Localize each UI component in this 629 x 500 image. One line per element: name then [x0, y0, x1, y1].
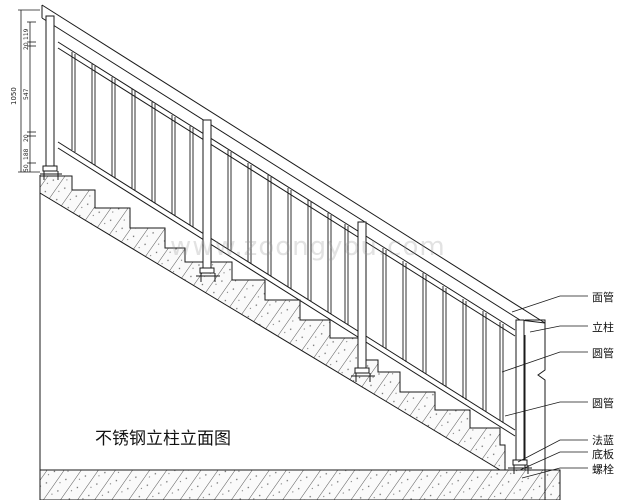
dimension-segment-6: 50	[23, 164, 30, 172]
callout-bolt: 螺栓	[592, 463, 614, 476]
callout-round-tube-upper: 圆管	[592, 347, 614, 360]
callout-round-tube-lower: 圆管	[592, 397, 614, 410]
watermark: www.zoongyou.com	[170, 232, 446, 262]
lower-rail-tube	[57, 141, 516, 437]
handrail	[41, 4, 546, 324]
callout-post: 立柱	[592, 321, 614, 334]
floor-slab	[39, 469, 561, 500]
callout-leaders	[501, 295, 588, 479]
dimension-overall: 1050	[10, 87, 18, 105]
dimension-line	[18, 9, 40, 173]
upper-rail-tube	[57, 41, 516, 337]
dimension-segment-2: 20	[23, 42, 30, 50]
dimension-segment-4: 20	[23, 134, 30, 142]
dimension-segment-3: 547	[23, 88, 30, 100]
dimension-segment-1: 119	[23, 28, 30, 40]
dimension-segment-5: 188	[23, 148, 30, 160]
callout-base-plate: 底板	[592, 448, 614, 461]
balusters	[71, 52, 504, 423]
callout-flange: 法蓝	[592, 434, 614, 447]
stair-flight	[39, 175, 506, 471]
post-bases	[40, 165, 532, 474]
drawing-title: 不锈钢立柱立面图	[95, 429, 231, 449]
callout-handrail: 面管	[592, 291, 614, 304]
right-wall	[524, 319, 546, 500]
